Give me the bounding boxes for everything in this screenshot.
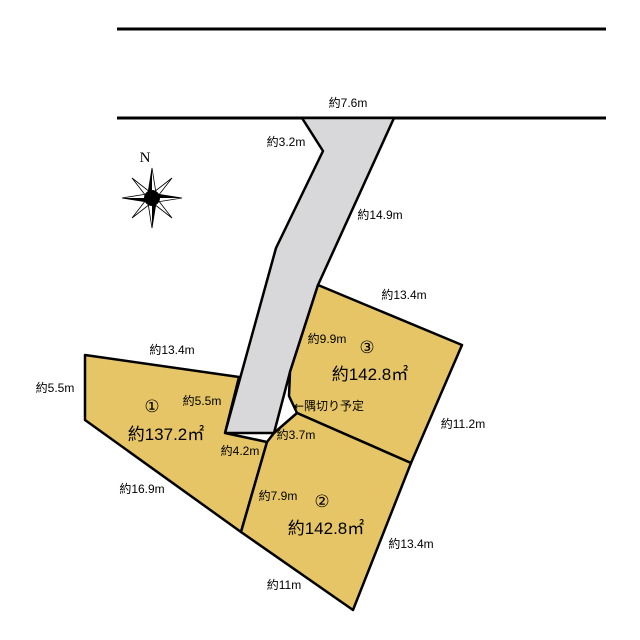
lot2-area: 約142.8㎡ <box>288 519 365 538</box>
lot1-left-label: 約5.5m <box>36 380 75 395</box>
road-frontage-label: 約7.6m <box>329 95 368 110</box>
lot2-number: ② <box>314 492 329 512</box>
lot3-area: 約142.8㎡ <box>332 365 409 384</box>
lot-2 <box>239 411 413 612</box>
lot1-number: ① <box>144 397 159 417</box>
lot3-number: ③ <box>359 338 374 358</box>
lot1-corner-label: 約4.2m <box>221 443 260 458</box>
lot1-right-label: 約5.5m <box>183 393 222 408</box>
north-label: N <box>140 150 151 166</box>
lot2-left-label: 約7.9m <box>259 488 298 503</box>
corner-cut-note: ←隅切り予定 <box>294 398 364 413</box>
lot1-top-label: 約13.4m <box>149 342 194 357</box>
lot1-area: 約137.2㎡ <box>128 425 205 444</box>
lot3-left-label: 約9.9m <box>308 331 347 346</box>
lot1-bottom-label: 約16.9m <box>119 481 164 496</box>
driveway-side-label: 約14.9m <box>357 207 402 222</box>
lot3-bottom-label: 約3.7m <box>277 427 316 442</box>
driveway-top-label: 約3.2m <box>267 134 306 149</box>
lot3-top-label: 約13.4m <box>381 287 426 302</box>
lot3-right-label: 約11.2m <box>441 416 485 431</box>
lot2-bottom-label: 約11m <box>267 577 301 592</box>
lot2-right-label: 約13.4m <box>388 536 433 551</box>
compass-rose-icon <box>121 167 183 229</box>
